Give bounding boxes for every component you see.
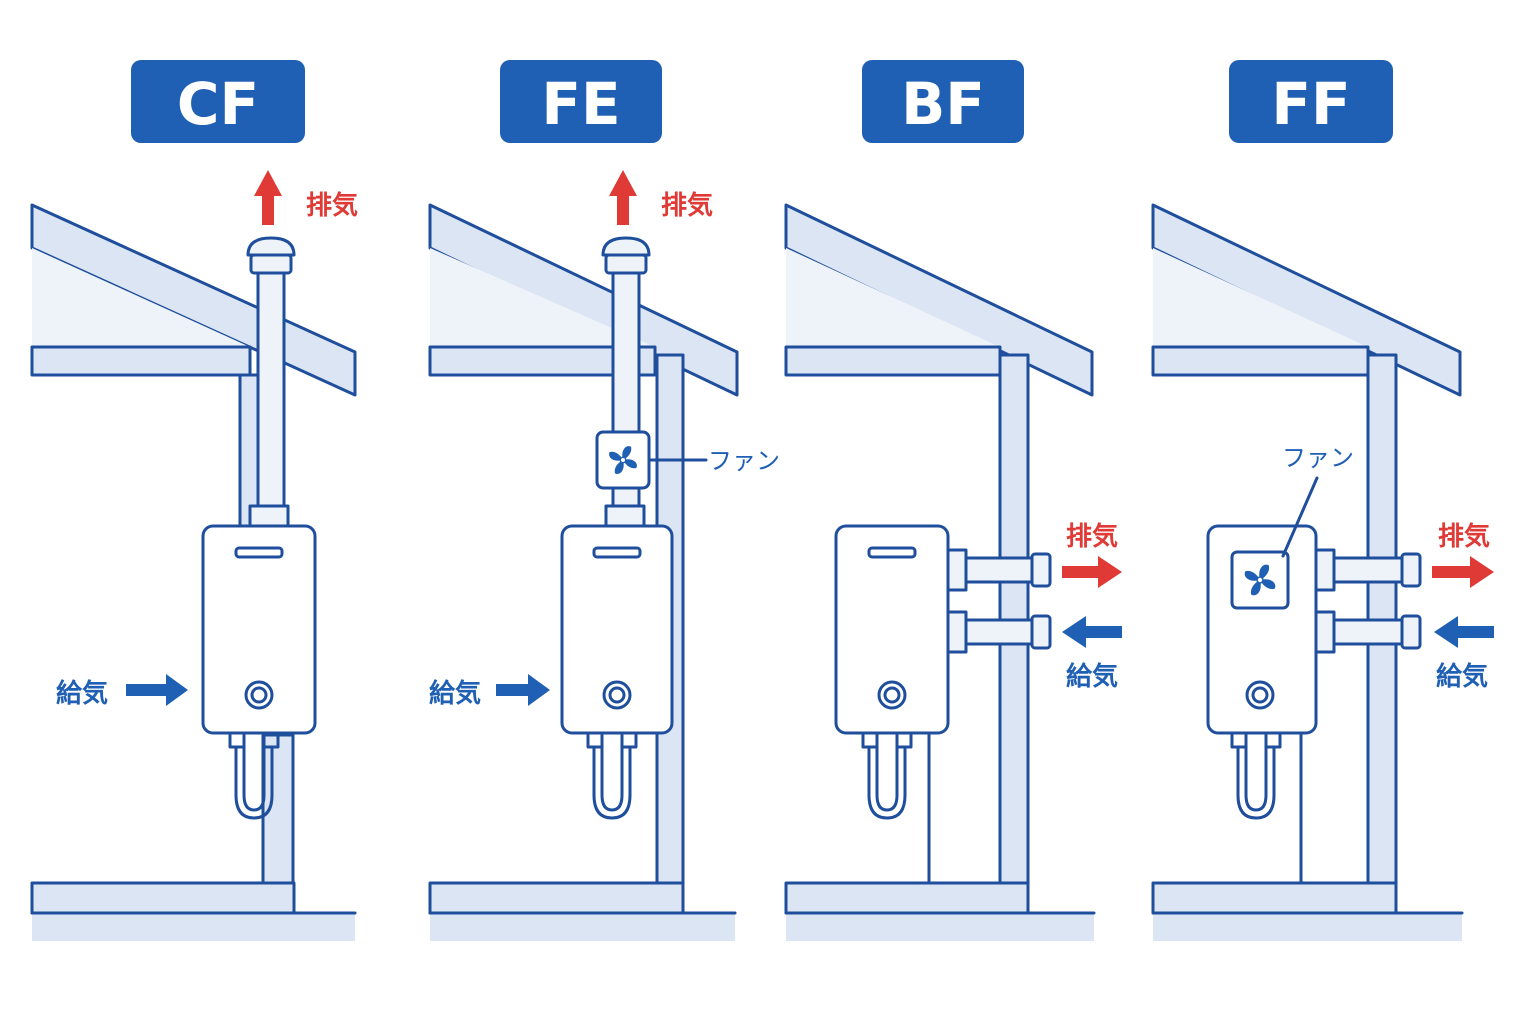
heater-knob	[1245, 680, 1275, 710]
exhaust-arrow	[254, 170, 282, 225]
flue-cap	[604, 253, 648, 275]
supply-label: 給気	[56, 678, 108, 709]
heater-knob	[244, 680, 274, 710]
supply-flange	[1314, 610, 1336, 654]
attic	[786, 248, 1000, 347]
gas-pipe	[234, 745, 274, 820]
exhaust-terminal	[1030, 552, 1052, 588]
title-badge-ff	[1229, 60, 1393, 143]
ceiling	[784, 345, 1002, 377]
panel-bf: BF 排気 給気	[784, 60, 1122, 941]
heater-slot	[867, 546, 917, 559]
title-badge-bf	[862, 60, 1024, 143]
water-heater	[560, 524, 674, 735]
title-fe: FE	[541, 70, 620, 138]
heater-slot	[592, 546, 642, 559]
exhaust-label: 排気	[1066, 521, 1118, 552]
panel-ff: FF ファン 排気 給気	[1151, 60, 1494, 941]
exhaust-terminal	[1400, 552, 1422, 588]
attic	[430, 248, 655, 347]
supply-pipe	[1332, 618, 1404, 646]
supply-terminal	[1030, 614, 1052, 650]
title-cf: CF	[177, 70, 259, 138]
ground	[1153, 913, 1462, 941]
fan-leader	[1281, 476, 1319, 558]
exhaust-arrow	[1432, 556, 1494, 588]
exhaust-pipe	[1332, 556, 1404, 584]
title-bf: BF	[901, 70, 985, 138]
supply-label: 給気	[1066, 661, 1118, 692]
exhaust-arrow	[609, 170, 637, 225]
title-badge-fe	[500, 60, 662, 143]
flue-pipe	[611, 268, 641, 434]
gas-pipe	[1236, 745, 1276, 820]
title-ff: FF	[1271, 70, 1350, 138]
fan-label: ファン	[708, 447, 780, 475]
supply-label: 給気	[429, 678, 481, 709]
ground	[32, 913, 355, 941]
flue-cap	[249, 253, 293, 275]
floor	[784, 881, 1030, 915]
exhaust-arrow	[1062, 556, 1122, 588]
panel-cf: CF 排気 給気	[30, 60, 358, 941]
attic	[1153, 248, 1368, 347]
water-heater	[201, 524, 317, 735]
exhaust-flange	[946, 548, 968, 592]
gas-pipe	[592, 745, 632, 820]
supply-arrow	[1434, 616, 1494, 648]
supply-arrow	[126, 674, 188, 706]
panel-fe: FE ファン 排気 給気	[428, 60, 780, 941]
supply-pipe	[964, 618, 1034, 646]
supply-terminal	[1400, 614, 1422, 650]
exhaust-label: 排気	[1438, 521, 1490, 552]
attic	[32, 248, 250, 347]
flue-hood	[601, 236, 651, 257]
flue-hood	[246, 236, 296, 257]
ground	[786, 913, 1094, 941]
heater-knob	[877, 680, 907, 710]
supply-label: 給気	[1436, 661, 1488, 692]
supply-arrow	[1062, 616, 1122, 648]
ceiling	[30, 345, 252, 377]
ground	[430, 913, 735, 941]
title-badge-cf	[131, 60, 305, 143]
floor	[1151, 881, 1398, 915]
fan-label: ファン	[1282, 444, 1354, 472]
floor	[30, 881, 296, 915]
exhaust-label: 排気	[661, 190, 713, 221]
supply-arrow	[496, 674, 550, 706]
gas-pipe	[867, 745, 907, 820]
flue-pipe-lower	[611, 486, 641, 508]
exhaust-pipe	[964, 556, 1034, 584]
floor	[428, 881, 685, 915]
roof	[784, 203, 1094, 397]
heater-knob	[602, 680, 632, 710]
ceiling	[1151, 345, 1370, 377]
exhaust-flange	[1314, 548, 1336, 592]
flue-pipe	[256, 268, 286, 510]
exhaust-label: 排気	[306, 190, 358, 221]
roof	[1151, 203, 1462, 397]
heater-slot	[234, 546, 284, 559]
supply-flange	[946, 610, 968, 654]
